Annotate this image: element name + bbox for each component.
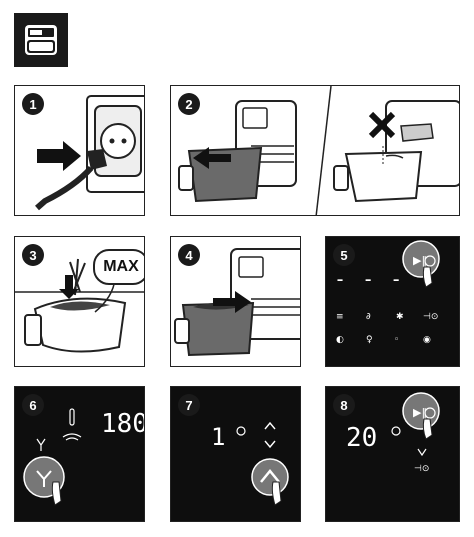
- svg-text:♀: ♀: [366, 335, 373, 345]
- remove-basket-illustration: [178, 86, 459, 215]
- step-number: 1: [22, 93, 44, 115]
- step-5-panel: ▶‖ ≡ ∂ ✱ ⊣⊙ ◐ ♀ ◦ ◉ - - - 5: [325, 236, 460, 367]
- plug-socket-illustration: [35, 95, 144, 211]
- step-number: 7: [178, 394, 200, 416]
- svg-text:⊣⊙: ⊣⊙: [423, 312, 438, 322]
- svg-text:◉: ◉: [423, 335, 431, 345]
- svg-text:∂: ∂: [366, 312, 371, 322]
- power-button[interactable]: [406, 244, 436, 274]
- step-6-panel: 180 6: [14, 386, 145, 522]
- airfryer-icon: [14, 13, 68, 67]
- control-panel-illustration: ▶‖ ≡ ∂ ✱ ⊣⊙ ◐ ♀ ◦ ◉: [336, 240, 440, 345]
- temperature-display: 180: [101, 409, 145, 439]
- time-control-illustration: [236, 421, 289, 506]
- temperature-button[interactable]: [24, 457, 64, 497]
- svg-text:✱: ✱: [396, 312, 404, 322]
- insert-basket-illustration: [174, 248, 300, 357]
- step-number: 2: [178, 93, 200, 115]
- svg-text:≡: ≡: [336, 312, 344, 322]
- start-control-illustration: ▶‖ ⊣⊙: [391, 392, 440, 474]
- step-1-panel: 1: [14, 85, 145, 216]
- time-display: 1: [211, 423, 226, 451]
- step-7-panel: 1 7: [170, 386, 301, 522]
- step-number: 3: [22, 244, 44, 266]
- temperature-control-illustration: [23, 408, 82, 506]
- step-number: 5: [333, 244, 355, 266]
- time-display: 20: [346, 423, 378, 453]
- svg-text:▶‖: ▶‖: [413, 254, 427, 267]
- svg-text:◦: ◦: [394, 335, 399, 345]
- step-number: 4: [178, 244, 200, 266]
- display-dashes: - - -: [334, 267, 405, 291]
- svg-text:◐: ◐: [336, 335, 344, 345]
- step-number: 6: [22, 394, 44, 416]
- svg-text:▶‖: ▶‖: [413, 406, 427, 419]
- step-number: 8: [333, 394, 355, 416]
- svg-text:⊣⊙: ⊣⊙: [414, 464, 429, 474]
- fill-basket-illustration: [15, 258, 144, 353]
- max-label: MAX: [103, 258, 139, 275]
- step-2-panel: 2: [170, 85, 460, 216]
- max-label-bubble: MAX: [93, 249, 144, 285]
- start-stop-button[interactable]: [406, 395, 438, 427]
- time-up-button[interactable]: [252, 459, 288, 495]
- step-4-panel: 4: [170, 236, 301, 367]
- step-3-panel: MAX 3: [14, 236, 145, 367]
- step-8-panel: ▶‖ ⊣⊙ 20 8: [325, 386, 460, 522]
